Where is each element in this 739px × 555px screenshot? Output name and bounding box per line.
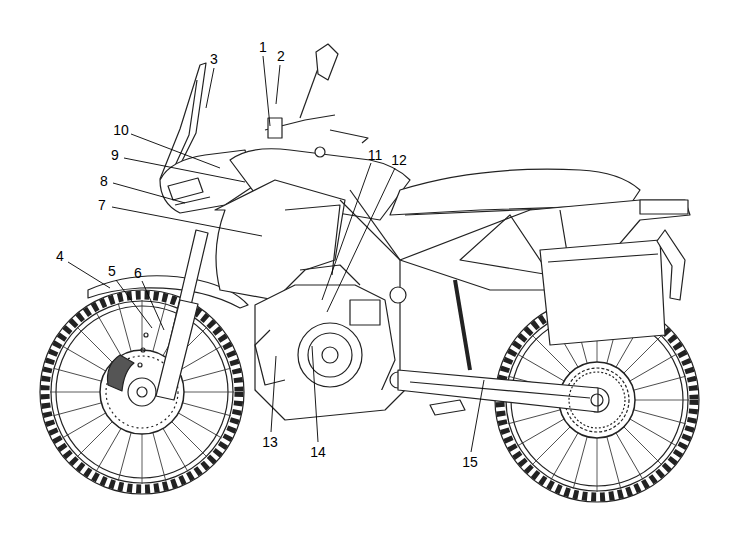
callout-number: 12 [391,153,407,167]
callout-number: 4 [56,249,64,263]
callout-number: 15 [462,455,478,469]
callout-number: 5 [108,264,116,278]
callout-number: 7 [98,198,106,212]
callout-number: 1 [259,40,267,54]
callout-number: 9 [111,148,119,162]
callout-number: 11 [368,148,383,162]
callout-number: 14 [310,445,326,459]
callout-number: 8 [100,174,108,188]
callout-number: 6 [134,266,142,280]
callout-number: 2 [277,49,285,63]
callout-number: 10 [113,123,129,137]
callout-number: 3 [210,52,218,66]
callout-number: 13 [262,435,278,449]
